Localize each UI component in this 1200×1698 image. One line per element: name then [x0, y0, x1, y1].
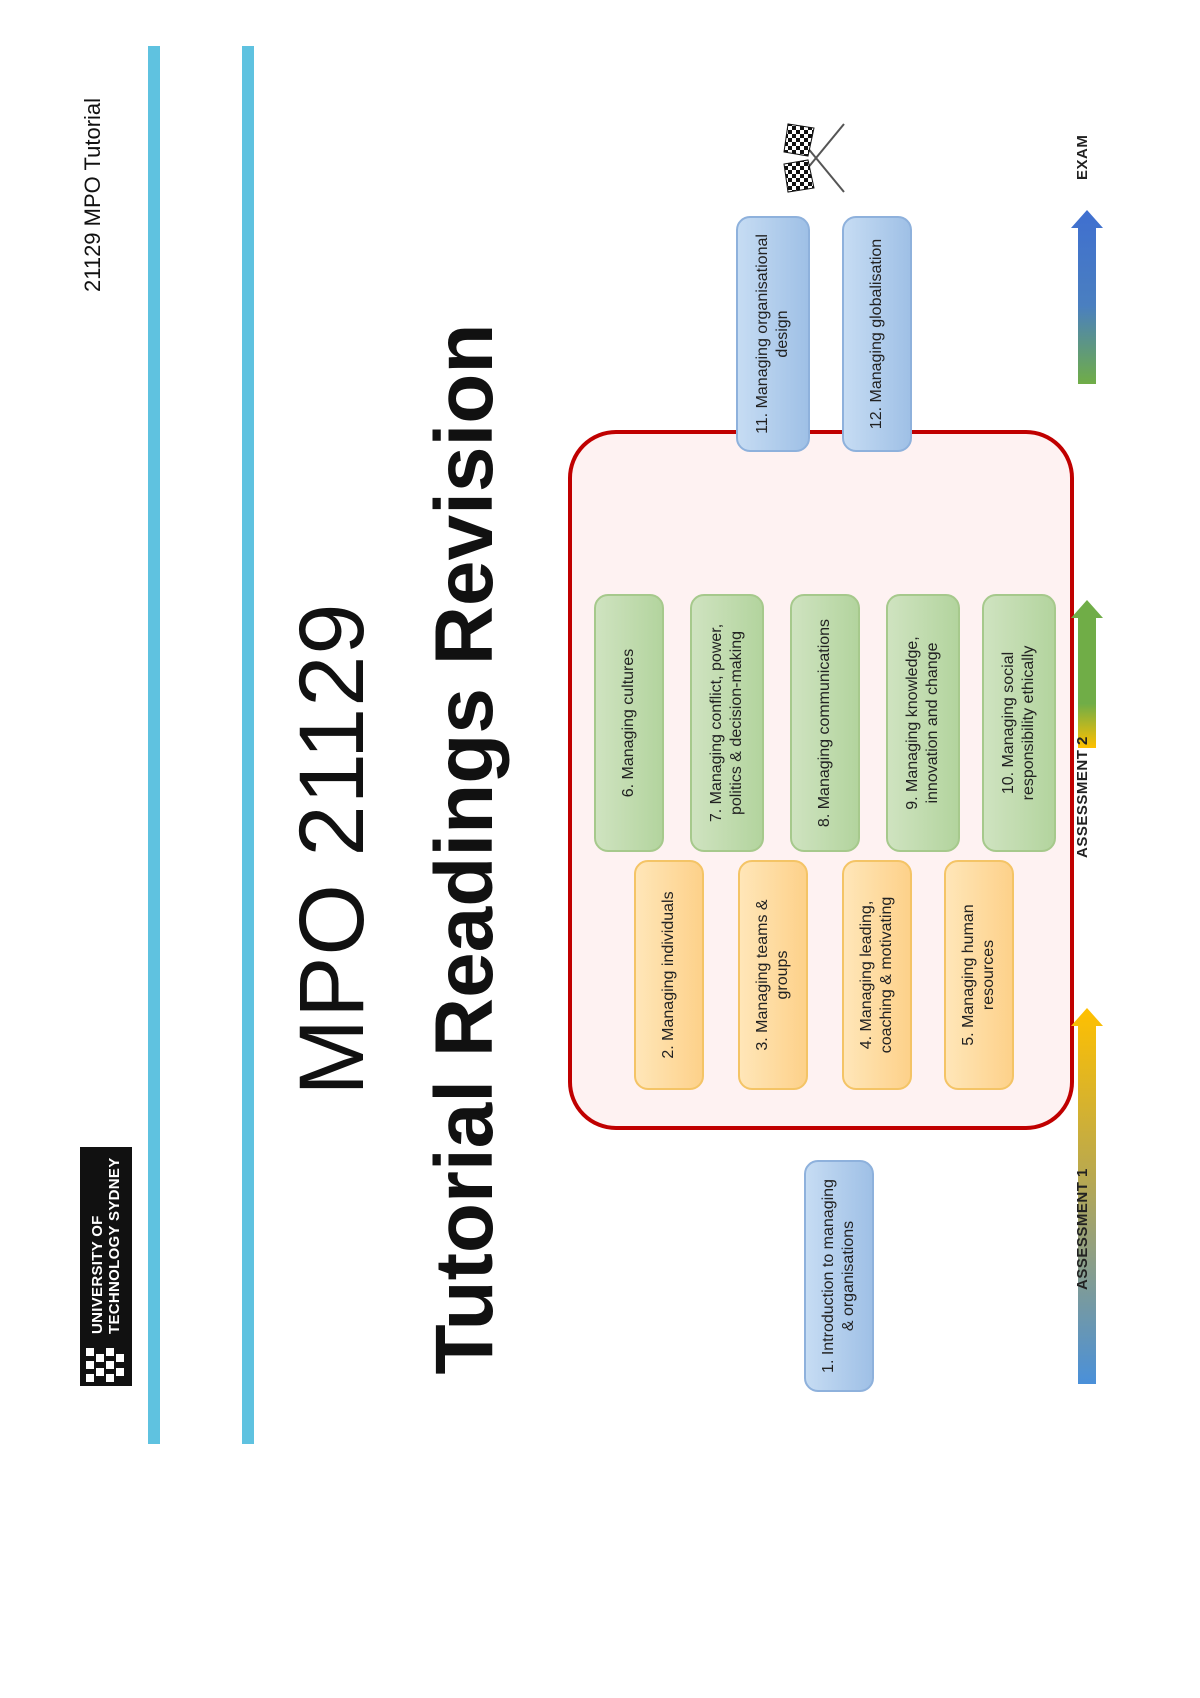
logo-line-1: UNIVERSITY OF — [89, 1215, 106, 1334]
topic-5-label: 5. Managing human resources — [960, 904, 997, 1046]
timeline-arrow — [1070, 64, 1109, 1384]
topic-6-box: 6. Managing cultures — [594, 594, 664, 852]
exam-label: EXAM — [1074, 134, 1091, 180]
topic-11-box: 11. Managing organisational design — [736, 216, 810, 452]
topic-9-label: 9. Managing knowledge, innovation and ch… — [904, 636, 941, 810]
uts-logo: UNIVERSITY OF TECHNOLOGY SYDNEY — [80, 1147, 132, 1386]
topic-1-label: 1. Introduction to managing & organisati… — [820, 1179, 857, 1373]
course-code: 21129 MPO Tutorial — [80, 97, 105, 292]
assessment-2-label: ASSESSMENT 2 — [1074, 736, 1091, 858]
topic-8-label: 8. Managing communications — [816, 618, 833, 828]
topic-4-label: 4. Managing leading, coaching & motivati… — [858, 896, 895, 1054]
topic-6-label: 6. Managing cultures — [620, 648, 637, 798]
topic-12-label: 12. Managing globalisation — [868, 238, 885, 430]
topic-7-box: 7. Managing conflict, power, politics & … — [690, 594, 764, 852]
topic-4-box: 4. Managing leading, coaching & motivati… — [842, 860, 912, 1090]
uts-logo-mark-icon — [80, 1344, 132, 1386]
topic-2-label: 2. Managing individuals — [660, 891, 677, 1059]
top-divider — [148, 46, 160, 1444]
topic-11-label: 11. Managing organisational design — [754, 234, 791, 434]
topic-3-label: 3. Managing teams & groups — [754, 899, 791, 1051]
topic-10-box: 10. Managing social responsibility ethic… — [982, 594, 1056, 852]
page-subtitle: Tutorial Readings Revision — [419, 323, 510, 1375]
topic-9-box: 9. Managing knowledge, innovation and ch… — [886, 594, 960, 852]
topic-1-box: 1. Introduction to managing & organisati… — [804, 1160, 874, 1392]
bottom-divider — [242, 46, 254, 1444]
topic-2-box: 2. Managing individuals — [634, 860, 704, 1090]
topic-3-box: 3. Managing teams & groups — [738, 860, 808, 1090]
assessment-1-label: ASSESSMENT 1 — [1074, 1168, 1091, 1290]
checkered-flags-icon — [780, 110, 855, 206]
logo-line-2: TECHNOLOGY SYDNEY — [106, 1157, 123, 1334]
topic-7-label: 7. Managing conflict, power, politics & … — [708, 623, 745, 823]
topic-10-label: 10. Managing social responsibility ethic… — [1000, 645, 1037, 801]
topic-8-box: 8. Managing communications — [790, 594, 860, 852]
page-title: MPO 21129 — [281, 602, 383, 1096]
topic-5-box: 5. Managing human resources — [944, 860, 1014, 1090]
logo-text: UNIVERSITY OF TECHNOLOGY SYDNEY — [80, 1147, 132, 1344]
topic-12-box: 12. Managing globalisation — [842, 216, 912, 452]
